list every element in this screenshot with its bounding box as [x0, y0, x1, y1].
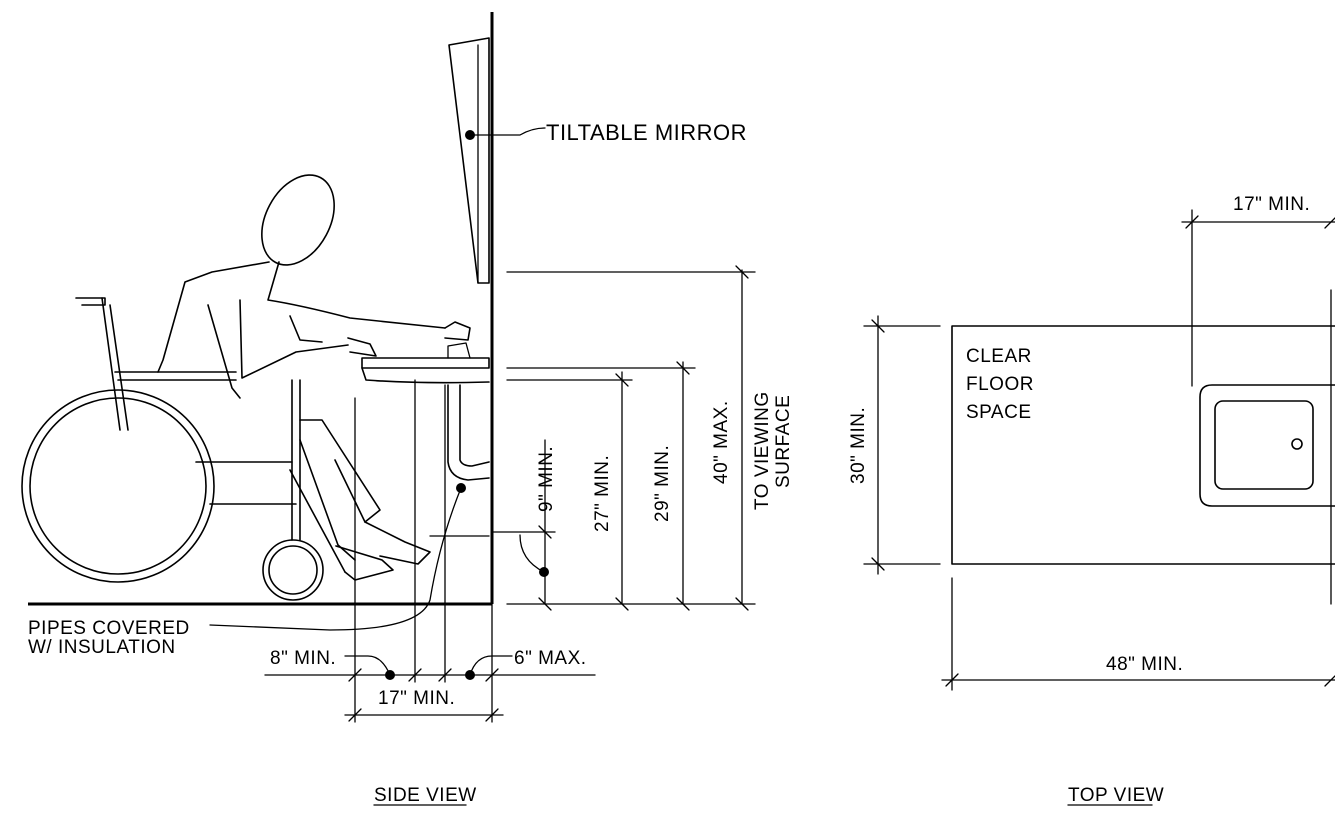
dim-ticks-horizontal	[348, 668, 499, 722]
dim-30-label: 30" MIN.	[848, 407, 869, 484]
lavatory-drain	[1291, 438, 1303, 450]
dim-viewing-label-line1: TO VIEWING	[752, 391, 773, 510]
lavatory-outline	[1199, 384, 1335, 507]
dim-6-label: 6" MAX.	[514, 648, 587, 669]
clear-floor-rect	[951, 325, 1335, 565]
dim-29-label: 29" MIN.	[652, 445, 673, 522]
dim-ticks-30	[871, 319, 885, 571]
dim-17-top-label: 17" MIN.	[1233, 194, 1310, 215]
dim-viewing-label-line2: SURFACE	[773, 395, 794, 488]
dim-6-leader-line	[469, 655, 513, 676]
clear-floor-label-line1: CLEAR	[966, 346, 1032, 367]
dim-8-leader-line	[344, 655, 391, 676]
dim-9-leader-line	[519, 534, 545, 573]
drain-pipe	[447, 384, 490, 481]
side-view: TILTABLE MIRROR PIPES COVERED W/ INSULAT…	[21, 12, 794, 806]
clear-floor-label-line2: FLOOR	[966, 374, 1034, 395]
pipes-leader-line	[209, 487, 462, 631]
lavatory-counter	[361, 342, 490, 384]
dim-17-label: 17" MIN.	[378, 688, 455, 709]
dim-27-label: 27" MIN.	[592, 455, 613, 532]
person-figure	[157, 174, 471, 581]
mirror-shape	[448, 37, 490, 284]
dim-ticks-17-top	[1185, 215, 1335, 229]
dim-40-label: 40" MAX.	[711, 400, 732, 484]
dim-9-label: 9" MIN.	[536, 446, 557, 512]
dim-ticks-vertical	[538, 265, 749, 611]
dim-48-label: 48" MIN.	[1106, 654, 1183, 675]
dim-8-label: 8" MIN.	[270, 648, 336, 669]
top-view: CLEAR FLOOR SPACE 17" MIN. 30" MIN. 48" …	[848, 194, 1335, 806]
pipes-label-line2: W/ INSULATION	[28, 637, 176, 658]
mirror-label: TILTABLE MIRROR	[546, 120, 747, 145]
lavatory-bowl	[1214, 400, 1314, 490]
ext-lines-down	[354, 379, 493, 723]
dim-ticks-48	[945, 673, 1335, 687]
pipes-label-line1: PIPES COVERED	[28, 618, 190, 639]
top-view-title: TOP VIEW	[1068, 785, 1164, 806]
mirror-leader-line	[469, 127, 546, 136]
side-view-title: SIDE VIEW	[374, 785, 477, 806]
clear-floor-label-line3: SPACE	[966, 402, 1032, 423]
wheelchair	[21, 297, 346, 601]
